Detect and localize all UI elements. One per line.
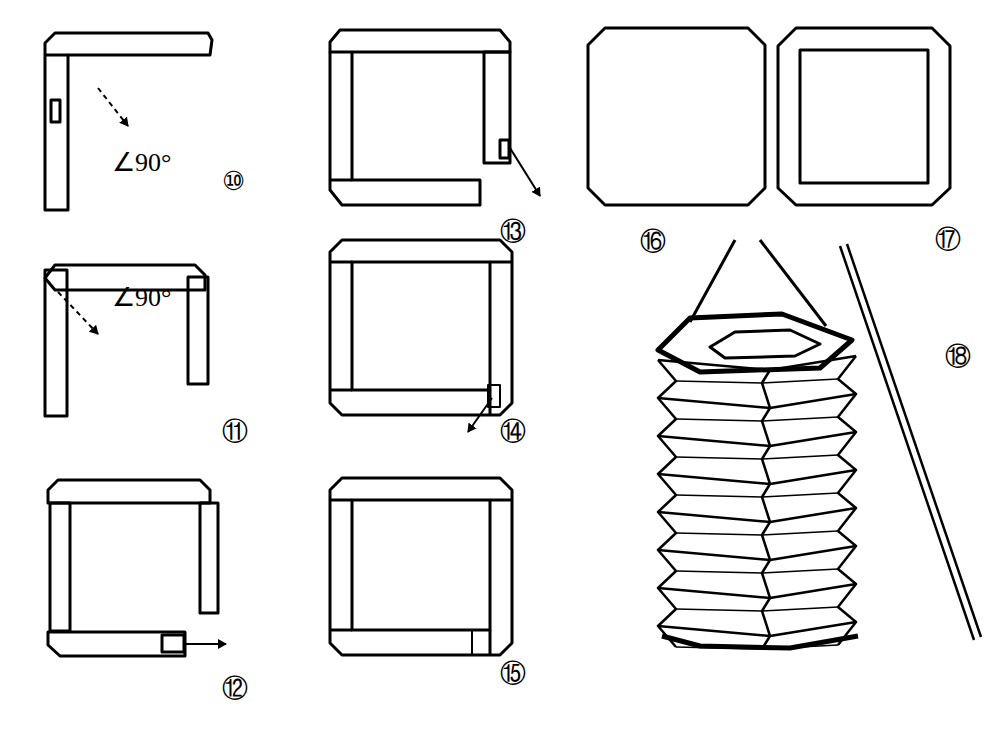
fold-step-17 [778,28,950,205]
fold-step-12 [48,480,226,656]
paper-lantern [658,240,858,649]
pleat-fold [676,607,838,611]
pleat-fold [658,546,856,560]
pleat-fold [658,584,856,598]
callout-number: ⑮ [500,660,526,686]
fold-step-14 [330,240,512,432]
pleat-fold [658,622,856,636]
fold-step-15 [330,478,512,655]
fold-step-13 [330,30,540,205]
pleat-fold [658,432,856,446]
callout-number: ⑰ [935,226,961,252]
callout-number: ⑭ [500,418,526,444]
pleat-fold [676,379,838,383]
fold-step-11 [45,265,208,416]
pleat-fold [676,569,838,573]
pleat-fold [658,356,856,370]
pleat-fold [658,470,856,484]
fold-step-10 [45,33,212,210]
angle-label: ∠90° [112,150,171,176]
callout-number: ⑩ [222,168,245,194]
callout-number: ⑪ [222,418,248,444]
pleat-fold [676,417,838,421]
pleat-fold [676,455,838,459]
pleat-fold [676,493,838,497]
lantern-edge [838,356,856,645]
pleat-fold [676,531,838,535]
angle-label: ∠90° [112,285,171,311]
callout-number: ⑬ [500,218,526,244]
callout-number: ⑫ [222,675,248,701]
lantern-edge [658,360,676,647]
lantern-edge [762,370,770,649]
callout-number: ⑯ [640,228,666,254]
fold-step-16 [588,28,765,205]
pleat-fold [658,394,856,408]
bamboo-stick [840,244,981,640]
callout-number: ⑱ [945,343,971,369]
pleat-fold [658,508,856,522]
